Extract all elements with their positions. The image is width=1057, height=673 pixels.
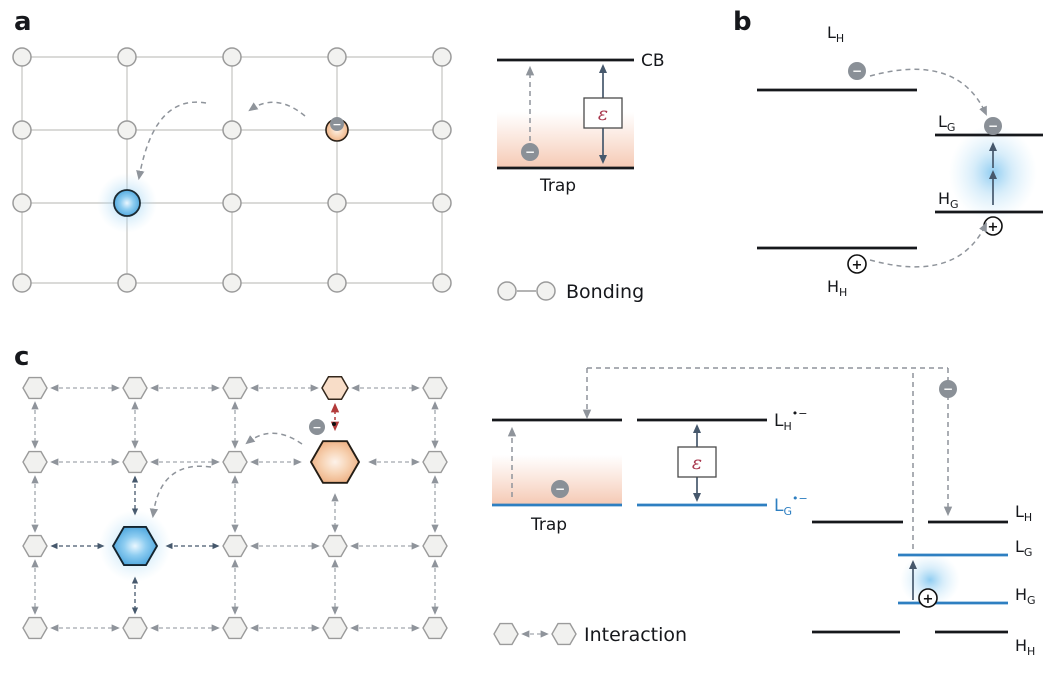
trap-site-node [113, 189, 141, 217]
charge-dot [332, 422, 336, 426]
level-label-hh: HH [1015, 636, 1035, 658]
panel-b-label: b [733, 7, 752, 37]
hop-arrow-1 [245, 432, 303, 445]
electron-icon: − [330, 117, 344, 131]
hole-transfer-arrow [869, 222, 987, 268]
level-label-hg: HG [938, 189, 959, 211]
panel-c-label: c [14, 342, 29, 372]
panel-a-legend: Bonding [497, 281, 644, 303]
radical-anion-molecule [310, 440, 360, 484]
panel-c: c [14, 342, 1036, 658]
svg-text:+: + [923, 592, 934, 607]
svg-text:−: − [852, 64, 862, 78]
svg-text:−: − [525, 145, 535, 159]
svg-text:−: − [555, 482, 565, 496]
electron-occupied-node: − [325, 117, 349, 142]
panel-a-energy-diagram: CB Trap − ε [497, 51, 665, 196]
level-label-lg: LG [1015, 537, 1032, 559]
level-label-lg: LG [938, 112, 955, 134]
svg-text:−: − [943, 382, 953, 396]
electron-icon: − [521, 143, 539, 161]
level-label-lh: LH [1015, 502, 1032, 524]
level-label-hh: HH [827, 277, 847, 299]
crystal-lattice: − [12, 47, 452, 293]
hole-icon: + [918, 588, 938, 608]
hop-arrow-2 [136, 101, 207, 181]
anion-energy-diagram: LH•− LG•− − − ε Trap [492, 367, 957, 535]
panel-a-label: a [14, 7, 32, 37]
epsilon-box [677, 446, 717, 478]
cb-label: CB [641, 51, 665, 71]
hop-arrow-1 [248, 101, 306, 117]
svg-text:−: − [988, 119, 998, 133]
host-guest-energy-diagram: LH LG HG HH + [812, 370, 1036, 658]
level-label-hg: HG [1015, 585, 1036, 607]
trap-site-glow [97, 173, 157, 233]
svg-text:−: − [312, 421, 321, 434]
trap-label: Trap [539, 176, 576, 196]
electron-icon: − [939, 380, 957, 398]
panel-b: b LH − + HH LG − HG + [733, 7, 1043, 299]
electron-icon: − [848, 62, 866, 80]
level-label-lg-anion: LG•− [774, 492, 808, 518]
trap-label: Trap [530, 515, 567, 535]
hole-icon: + [983, 216, 1003, 236]
epsilon-label: ε [692, 452, 702, 474]
electron-transfer-arrow [869, 68, 987, 116]
svg-text:+: + [988, 220, 999, 235]
anion-partner-molecule [321, 375, 349, 401]
interaction-legend-label: Interaction [584, 624, 687, 646]
svg-text:−: − [332, 118, 341, 131]
level-label-lh: LH [827, 23, 844, 45]
panel-a: a − [12, 7, 665, 303]
electron-icon: − [984, 117, 1002, 135]
hole-icon: + [847, 254, 867, 274]
epsilon-box [583, 97, 623, 129]
epsilon-label: ε [598, 103, 608, 125]
level-label-lh-anion: LH•− [774, 407, 807, 433]
trap-molecule-glow [99, 510, 171, 582]
hop-arrow-2 [149, 465, 212, 519]
panel-c-legend: Interaction [493, 622, 687, 646]
svg-text:+: + [852, 258, 863, 273]
molecular-lattice: − [22, 375, 448, 640]
bonding-legend-label: Bonding [566, 281, 644, 303]
electron-icon: − [309, 419, 336, 435]
electron-icon: − [551, 480, 569, 498]
